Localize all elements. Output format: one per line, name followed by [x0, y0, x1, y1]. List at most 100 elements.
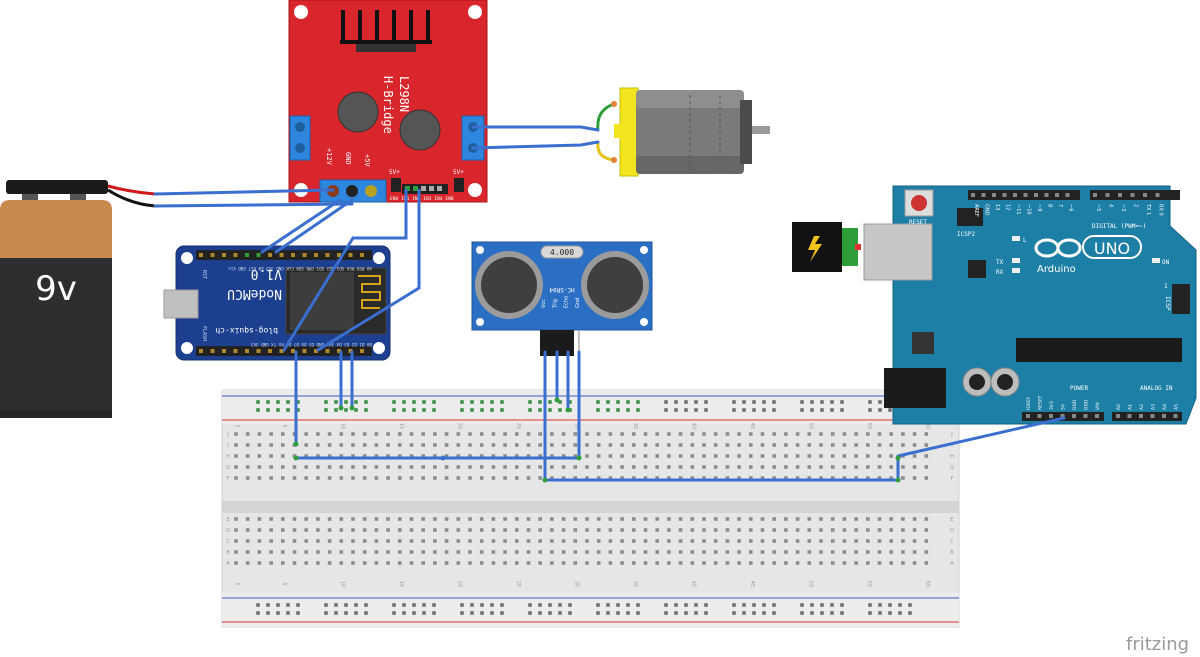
- bb-col-number: 15: [398, 423, 404, 429]
- arduino-digital-pin-label: 13: [994, 204, 1000, 210]
- nodemcu-pin: [199, 349, 203, 353]
- arduino-digital-pin-label: ~10: [1026, 204, 1032, 215]
- wire-hbridge-in2: [316, 188, 421, 352]
- bb-row-letter: G: [950, 465, 954, 471]
- breadboard-column-numbers: 1155101015152020252530303535404045455050…: [234, 423, 930, 587]
- nodemcu-pin: [245, 349, 249, 353]
- nodemcu-pin: [360, 253, 364, 257]
- bb-row-letter: E: [226, 517, 229, 523]
- bb-col-number: 20: [456, 581, 462, 587]
- arduino-led-rx: RX: [996, 269, 1004, 276]
- arduino-digital-pin-label: 12: [1005, 204, 1011, 210]
- sensor-pin-label: Vcc: [541, 299, 547, 308]
- arduino-digital-pin-label: RX 0: [1158, 204, 1164, 216]
- nodemcu-board: NodeMCU V1.0 blog-squix-ch A0 RSV RSV SD…: [163, 245, 391, 361]
- bb-col-number: 25: [515, 423, 521, 429]
- bb-col-number: 1: [234, 424, 240, 427]
- breadboard-holes: [234, 432, 929, 565]
- bb-row-letter: H: [226, 454, 230, 460]
- fritzing-watermark: fritzing: [1126, 634, 1189, 655]
- arduino-digital-pin: [971, 193, 975, 197]
- nodemcu-pin: [245, 253, 249, 257]
- bb-col-number: 50: [807, 581, 813, 587]
- bb-col-number: 25: [515, 581, 521, 587]
- arduino-digital-pin: [1105, 193, 1110, 197]
- sensor-pin: [577, 330, 580, 354]
- nodemcu-site: blog-squix-ch: [215, 326, 278, 335]
- arduino-digital-pin: [1155, 193, 1160, 197]
- arduino-icsp2-label: ICSP2: [957, 231, 975, 238]
- bb-row-letter: B: [226, 550, 230, 556]
- arduino-reset-label: RESET: [909, 219, 927, 226]
- arduino-digital-pin: [1023, 193, 1028, 197]
- nodemcu-pin: [348, 349, 353, 353]
- hbridge-bottom-pins: ENA IN1 IN2 IN3 IN4 ENB: [390, 196, 454, 202]
- sensor-pin-label: Gnd: [575, 298, 581, 308]
- nodemcu-pin: [210, 253, 215, 257]
- nodemcu-pin: [268, 349, 272, 353]
- wire-hbridge-in1: [282, 188, 408, 352]
- hbridge-name-label: H-Bridge: [381, 76, 395, 134]
- bb-col-number: 45: [749, 423, 755, 429]
- arduino-digital-pin: [1093, 193, 1097, 197]
- arduino-analog-pin: [1127, 414, 1132, 418]
- arduino-analog-pin-label: A4: [1162, 404, 1168, 410]
- bb-col-number: 50: [807, 423, 813, 429]
- hbridge-jumper-b: 5V+: [453, 169, 464, 176]
- nodemcu-pin: [337, 349, 341, 353]
- arduino-digital-pin-label: ~6: [1068, 204, 1074, 211]
- breadboard: 1155101015152020252530303535404045455050…: [221, 389, 960, 628]
- bb-row-letter: D: [950, 528, 954, 534]
- wires: [153, 125, 1066, 482]
- arduino-analog-pin: [1173, 414, 1178, 418]
- bb-col-number: 20: [456, 423, 462, 429]
- arduino-one-label: 1: [1164, 283, 1168, 290]
- bb-row-letter: F: [227, 476, 230, 482]
- arduino-brand: Arduino: [1037, 264, 1076, 275]
- bb-col-number: 30: [573, 423, 579, 429]
- arduino-digital-pin-label: AREF: [973, 204, 979, 217]
- nodemcu-pin: [222, 349, 226, 353]
- arduino-digital-pin-label: 2: [1133, 204, 1139, 207]
- bb-col-number: 35: [632, 423, 638, 429]
- bb-col-number: 10: [339, 423, 345, 429]
- wire-hbridge-5v-nodemcu: [274, 198, 354, 254]
- arduino-led-on: ON: [1162, 259, 1170, 266]
- arduino-power-pin-label: RESET: [1038, 395, 1044, 410]
- arduino-power-pin-label: GND: [1084, 399, 1090, 410]
- nodemcu-pin: [279, 253, 284, 257]
- bb-col-number: 1: [234, 582, 240, 585]
- arduino-digital-pin-label: ~3: [1120, 204, 1126, 211]
- nodemcu-pin: [222, 253, 226, 257]
- arduino-power-pin-label: VIN: [1095, 402, 1101, 410]
- bb-col-number: 5: [281, 582, 287, 585]
- arduino-analog-pin-label: A3: [1151, 404, 1157, 410]
- nodemcu-pin: [325, 349, 330, 353]
- bb-row-letter: A: [950, 561, 954, 567]
- hbridge-module: L298N H-Bridge +12V GND +5V 5V+ 5V+ ENA …: [288, 0, 488, 203]
- nodemcu-pin: [302, 349, 307, 353]
- bb-col-number: 35: [632, 581, 638, 587]
- arduino-digital-pin-label: ~9: [1036, 204, 1042, 211]
- dc-motor: [596, 87, 770, 177]
- sensor-crystal: 4.000: [550, 248, 574, 257]
- wire-hbridge-gnd-nodemcu: [260, 198, 342, 254]
- nodemcu-pin: [360, 349, 364, 353]
- battery-label: 9v: [35, 269, 77, 309]
- nodemcu-pin: [291, 253, 295, 257]
- arduino-digital-pin-label: 8: [1047, 204, 1053, 207]
- sensor-pin-label: Echo: [564, 296, 570, 308]
- arduino-power-pin: [1072, 414, 1076, 418]
- wire-battery-negative: [153, 202, 354, 208]
- nodemcu-pin: [337, 253, 341, 257]
- bb-row-letter: A: [226, 561, 230, 567]
- bb-col-number: 60: [924, 581, 930, 587]
- arduino-digital-pin: [992, 193, 996, 197]
- nodemcu-btn-left: RST: [201, 270, 207, 279]
- bb-col-number: 40: [690, 423, 696, 429]
- arduino-digital-pin: [1013, 193, 1017, 197]
- hbridge-pin-gnd: GND: [344, 152, 352, 165]
- arduino-power-pin-label: 5V: [1061, 403, 1067, 410]
